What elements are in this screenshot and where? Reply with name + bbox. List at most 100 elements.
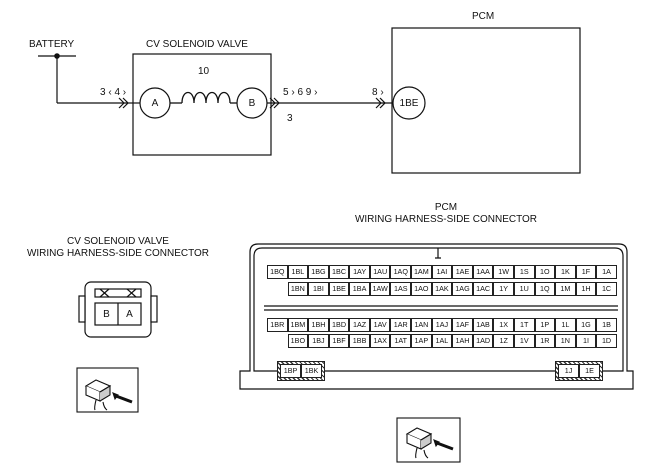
pcm-pin: 1BR	[267, 318, 288, 332]
pcm-pin: 1BQ	[267, 265, 288, 279]
pcm-pin: 1AE	[452, 265, 473, 279]
cv-connector-pin-a: A	[126, 309, 133, 320]
pcm-pin: 1BH	[308, 318, 329, 332]
pcm-pin: 1BG	[308, 265, 329, 279]
pcm-pin: 1O	[534, 265, 556, 279]
pcm-pin: 1BE	[328, 282, 350, 296]
pcm-pin: 1V	[513, 334, 535, 348]
pcm-pin: 1AF	[452, 318, 473, 332]
right-wire-ref: 5 › 6 9 ›	[283, 87, 318, 98]
pcm-pin: 1L	[555, 318, 576, 332]
pcm-pin: 1BF	[328, 334, 350, 348]
pcm-connector-title: PCM	[434, 202, 458, 213]
pcm-pin: 1AC	[472, 282, 494, 296]
cv-connector-drawing	[78, 281, 158, 338]
pcm-pin: 1BI	[308, 282, 329, 296]
pcm-pin: 1BM	[287, 318, 309, 332]
pcm-pin: 1X	[493, 318, 514, 332]
pcm-pin: 1BD	[328, 318, 350, 332]
pcm-pin: 1AH	[452, 334, 473, 348]
pcm-pin: 1H	[575, 282, 597, 296]
pcm-pin: 1AU	[369, 265, 391, 279]
pcm-pin: 1M	[555, 282, 576, 296]
pcm-pin: 1AO	[411, 282, 432, 296]
pcm-pin: 1AK	[431, 282, 453, 296]
pcm-pin: 1AN	[411, 318, 432, 332]
pcm-pin: 1AQ	[390, 265, 412, 279]
pcm-pin: 1BO	[287, 334, 309, 348]
connector-view-icon-left	[76, 367, 139, 413]
pcm-pin: 1Q	[534, 282, 556, 296]
pcm-pin: 1E	[579, 364, 600, 378]
pcm-connector-bottom-left: 1BP 1BK	[277, 361, 325, 381]
pcm-pin: 1BA	[349, 282, 370, 296]
pcm-pin: 1BK	[301, 364, 322, 378]
terminal-1be-circle	[392, 86, 426, 120]
pcm-pin: 1BN	[287, 282, 309, 296]
terminal-b-label: B	[248, 98, 256, 109]
pcm-box	[391, 27, 581, 174]
pcm-pin: 1P	[534, 318, 556, 332]
battery-label: BATTERY	[29, 39, 75, 50]
pcm-pin: 1AG	[452, 282, 473, 296]
pcm-pin: 1AT	[390, 334, 412, 348]
pcm-pin: 1AW	[369, 282, 391, 296]
left-wire-ref: 3 ‹ 4 ›	[100, 87, 127, 98]
pcm-connector-housing	[239, 243, 634, 390]
pcm-pin: 1AV	[369, 318, 391, 332]
pcm-pin: 1BB	[349, 334, 370, 348]
pcm-connector-subtitle: WIRING HARNESS-SIDE CONNECTOR	[354, 214, 538, 225]
pcm-pin: 1J	[558, 364, 579, 378]
pcm-pin: 1AD	[472, 334, 494, 348]
pcm-pin: 1R	[534, 334, 556, 348]
pcm-pin	[267, 282, 288, 296]
pcm-pin: 1AX	[369, 334, 391, 348]
pcm-pin: 1BJ	[308, 334, 329, 348]
pcm-pin: 1K	[555, 265, 576, 279]
pcm-pin: 1D	[596, 334, 617, 348]
connector-view-icon-right	[396, 417, 461, 463]
coil-ref: 10	[198, 66, 210, 77]
pcm-pin: 1U	[513, 282, 535, 296]
pcm-pin: 1AJ	[431, 318, 453, 332]
pcm-pin: 1AR	[390, 318, 412, 332]
pcm-pin: 1I	[575, 334, 597, 348]
pcm-pin: 1Z	[493, 334, 514, 348]
pcm-pin: 1A	[596, 265, 617, 279]
pcm-pin: 1T	[513, 318, 535, 332]
pcm-pin	[267, 334, 288, 348]
battery-symbol	[38, 53, 76, 103]
pcm-pin: 1AY	[349, 265, 370, 279]
pcm-pin: 1N	[555, 334, 576, 348]
cv-solenoid-valve-box	[132, 53, 272, 156]
pcm-pin: 1BC	[328, 265, 350, 279]
pcm-pin: 1BP	[280, 364, 301, 378]
terminal-a-label: A	[151, 98, 159, 109]
terminal-1be-label: 1BE	[399, 98, 419, 109]
cv-valve-title: CV SOLENOID VALVE	[146, 39, 248, 50]
cv-connector-subtitle: WIRING HARNESS-SIDE CONNECTOR	[26, 248, 210, 259]
battery-wire	[57, 97, 140, 109]
pcm-pin: 1AM	[411, 265, 432, 279]
pcm-connector-bottom-right: 1J 1E	[555, 361, 603, 381]
pcm-pin: 1AP	[411, 334, 432, 348]
pcm-pin: 1AI	[431, 265, 453, 279]
pcm-pin: 1Y	[493, 282, 514, 296]
pcm-pin: 1AL	[431, 334, 453, 348]
pcm-pin: 1B	[596, 318, 617, 332]
valve-to-pcm-wire	[267, 97, 392, 109]
pcm-pin: 1AZ	[349, 318, 370, 332]
pcm-pin: 1G	[575, 318, 597, 332]
pcm-pin: 1C	[596, 282, 617, 296]
cv-connector-title: CV SOLENOID VALVE	[67, 236, 169, 247]
pcm-pin: 1BL	[287, 265, 309, 279]
cv-connector-pin-b: B	[103, 309, 110, 320]
pcm-title: PCM	[472, 11, 495, 22]
pcm-pin: 1F	[575, 265, 597, 279]
pcm-pin: 1W	[493, 265, 514, 279]
pcm-pin: 1S	[513, 265, 535, 279]
